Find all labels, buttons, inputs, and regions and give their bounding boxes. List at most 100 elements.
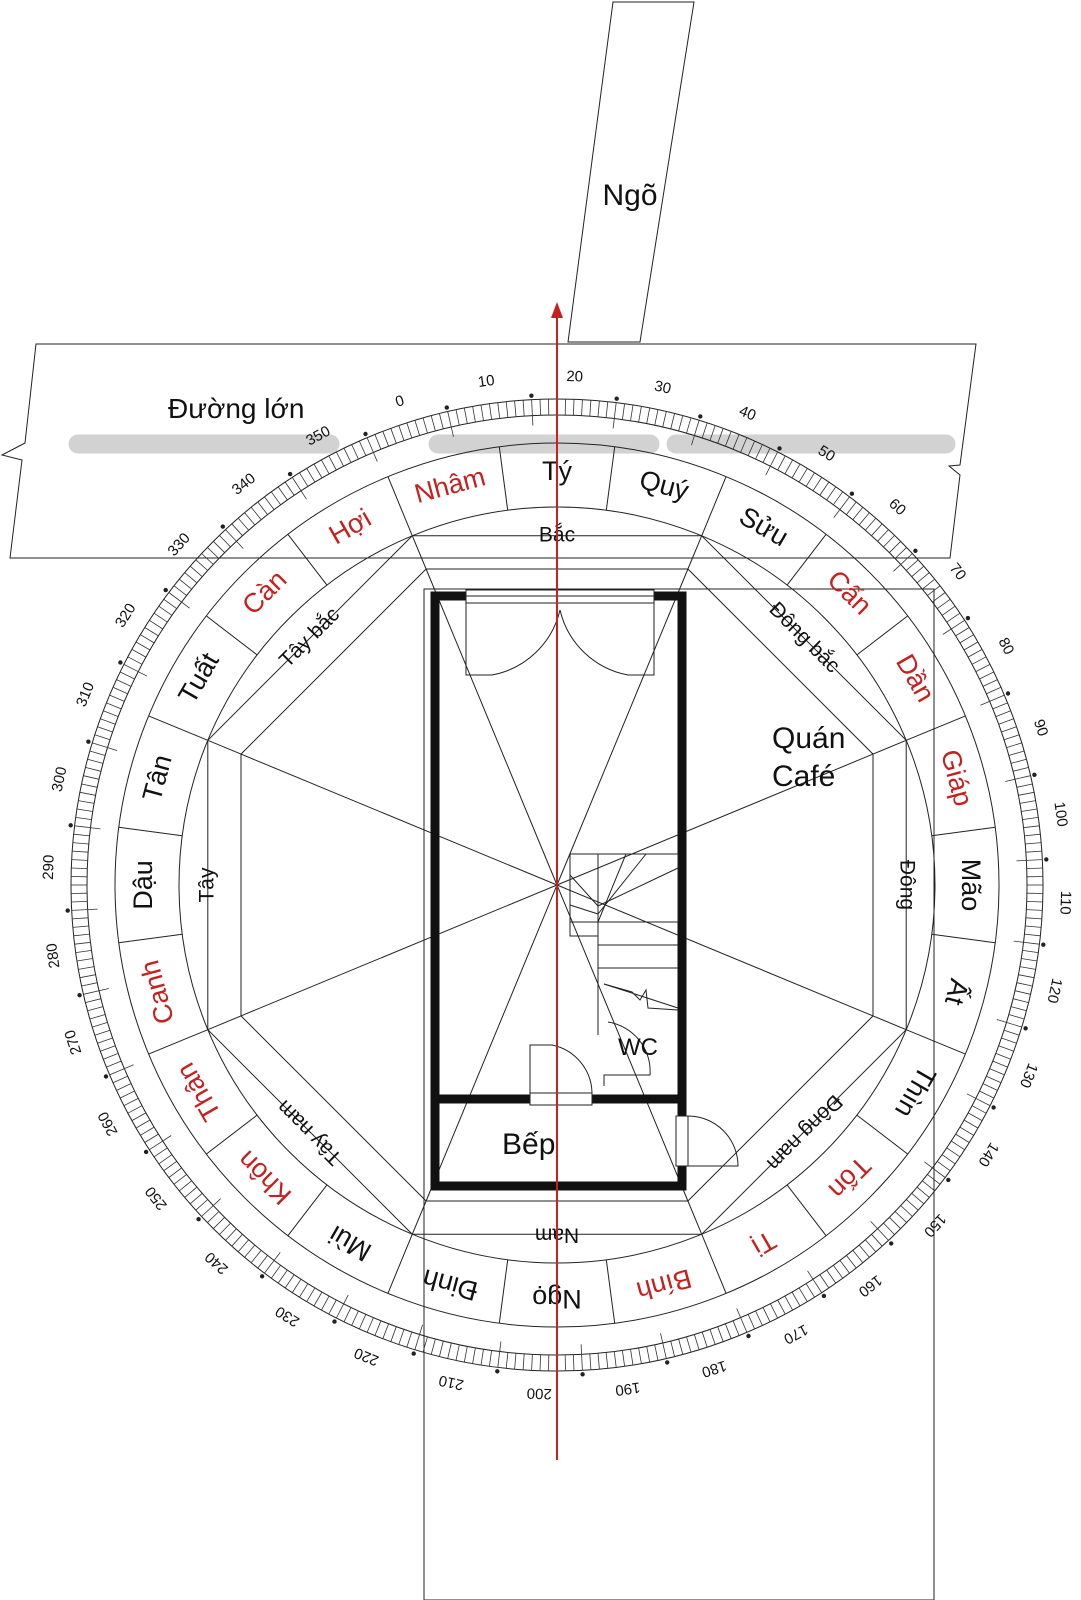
tick-dot	[1044, 857, 1049, 862]
degree-tick	[846, 501, 857, 515]
sector-label-nham: Nhâm	[411, 461, 488, 509]
degree-tick	[94, 734, 111, 741]
degree-tick	[1003, 1029, 1020, 1036]
degree-tick	[83, 988, 109, 995]
degree-tick	[877, 529, 889, 542]
degree-tick	[832, 1264, 844, 1279]
degree-tick	[100, 718, 116, 725]
degree-tick	[839, 1260, 850, 1274]
degree-tick	[924, 1161, 946, 1178]
degree-tick	[1001, 1037, 1017, 1044]
degree-tick	[72, 850, 89, 853]
degree-tick	[144, 1133, 159, 1143]
degree-tick	[244, 512, 256, 526]
degree-tick	[979, 671, 994, 680]
degree-tick	[291, 1278, 302, 1293]
sector-label-ton: Tốn	[823, 1151, 877, 1205]
sector-divider	[118, 933, 183, 944]
degree-tick	[1018, 791, 1035, 796]
tick-dot	[580, 1372, 585, 1377]
degree-tick	[709, 1329, 716, 1345]
degree-tick	[89, 750, 106, 756]
degree-tick	[505, 401, 509, 418]
degree-label: 180	[700, 1357, 729, 1381]
degree-tick	[336, 451, 344, 467]
degree-tick	[613, 1351, 617, 1368]
degree-tick	[971, 656, 987, 665]
kitchen-opening	[529, 1092, 593, 1106]
degree-tick	[942, 619, 965, 635]
degree-tick	[992, 1060, 1008, 1068]
degree-tick	[982, 679, 998, 687]
degree-tick	[112, 1075, 128, 1084]
tick-dot	[68, 823, 73, 828]
degree-tick	[770, 1303, 778, 1319]
degree-tick	[120, 671, 135, 680]
degree-tick	[736, 1308, 748, 1333]
tick-dot	[118, 660, 123, 665]
sector-divider	[856, 615, 909, 656]
tick-dot	[103, 1074, 109, 1079]
degree-tick	[73, 833, 90, 837]
degree-tick	[231, 1234, 243, 1247]
degree-tick	[514, 1353, 517, 1370]
sector-divider	[786, 1184, 827, 1237]
degree-tick	[76, 808, 93, 812]
degree-tick	[414, 1324, 423, 1350]
degree-tick	[97, 726, 113, 733]
degree-tick	[336, 1294, 349, 1319]
degree-tick	[900, 1205, 913, 1217]
degree-tick	[1022, 817, 1039, 820]
degree-tick	[597, 1353, 600, 1370]
degree-tick	[184, 1186, 198, 1198]
degree-tick	[97, 1037, 113, 1044]
degree-tick	[76, 958, 93, 962]
degree-tick	[153, 612, 168, 623]
degree-tick	[158, 1154, 173, 1165]
degree-tick	[1025, 925, 1042, 928]
degree-tick	[153, 1147, 168, 1158]
tick-dot	[1041, 942, 1046, 947]
degree-tick	[1019, 800, 1036, 804]
degree-tick	[660, 1333, 667, 1359]
degree-tick	[1010, 758, 1027, 764]
degree-tick	[1024, 833, 1041, 837]
tick-dot	[821, 1293, 827, 1299]
degree-tick	[732, 1320, 740, 1336]
degree-tick	[612, 402, 617, 429]
sector-label-quy: Quý	[636, 464, 692, 506]
degree-tick	[927, 585, 941, 596]
degree-tick	[277, 1269, 288, 1284]
sector-divider	[387, 1234, 413, 1294]
degree-tick	[78, 966, 95, 970]
degree-tick	[1016, 982, 1033, 987]
degree-tick	[79, 974, 96, 979]
degree-tick	[455, 409, 460, 426]
sector-divider	[387, 476, 413, 536]
degree-tick	[678, 415, 684, 432]
degree-tick	[497, 1341, 502, 1368]
center-spoke	[556, 568, 689, 886]
degree-tick	[306, 468, 316, 483]
degree-tick	[422, 417, 428, 434]
degree-tick	[1001, 726, 1017, 733]
tick-dot	[411, 1351, 416, 1356]
degree-tick	[852, 507, 864, 520]
tick-dot	[849, 491, 855, 496]
degree-tick	[597, 400, 600, 417]
degree-tick	[717, 428, 724, 444]
degree-tick	[270, 1264, 282, 1279]
sector-divider	[701, 476, 727, 536]
degree-tick	[250, 507, 262, 520]
degree-tick	[686, 1336, 692, 1353]
degree-tick	[321, 1295, 330, 1311]
degree-tick	[406, 1331, 413, 1348]
sector-label-ti: Tị	[747, 1225, 781, 1262]
degree-tick	[941, 605, 956, 616]
degree-tick	[580, 1344, 583, 1371]
degree-tick	[257, 1255, 268, 1269]
degree-tick	[244, 1244, 256, 1258]
degree-tick	[71, 901, 88, 903]
tick-dot	[946, 1177, 951, 1183]
degree-tick	[812, 477, 823, 492]
